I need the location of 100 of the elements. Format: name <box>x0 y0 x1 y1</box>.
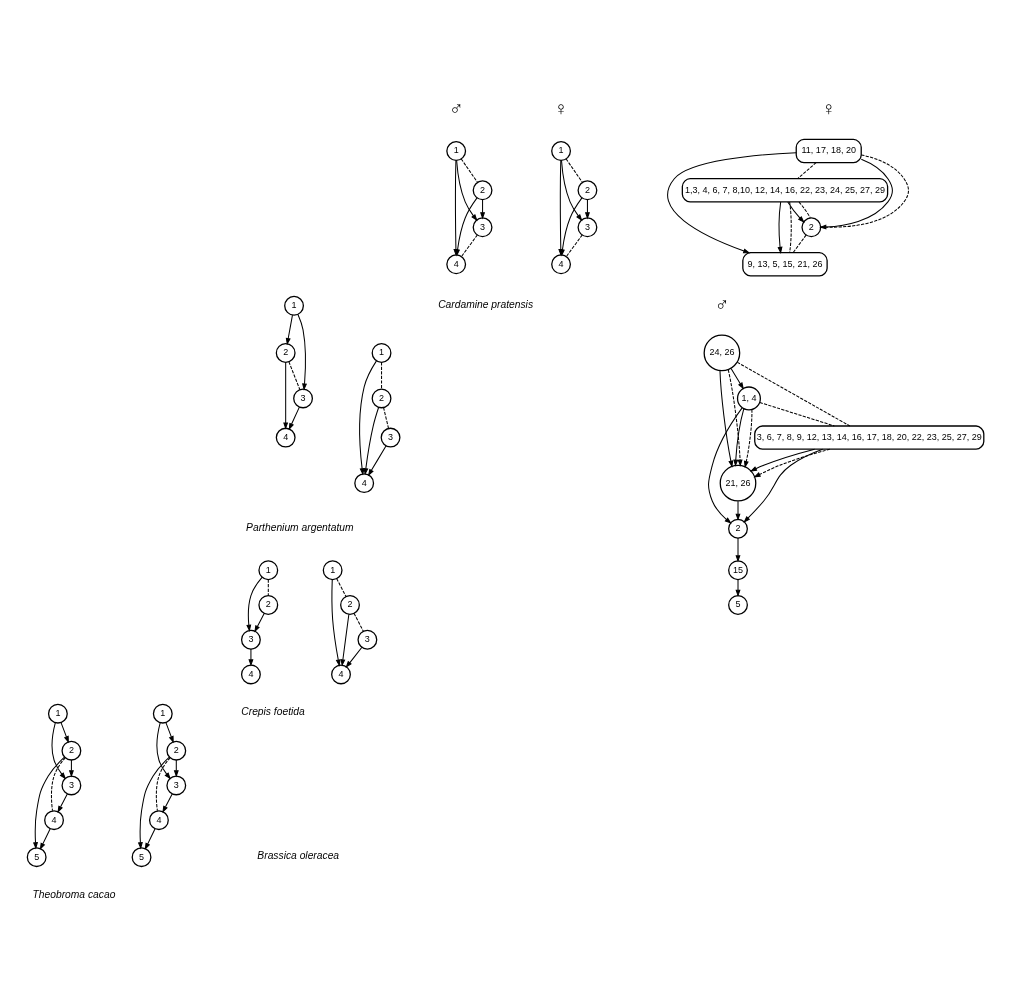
label: Theobroma cacao <box>31 889 115 901</box>
connector <box>287 361 300 391</box>
connector <box>50 757 66 812</box>
node-circle: 2 <box>339 594 360 615</box>
arrow <box>245 576 263 632</box>
arrow <box>743 409 752 469</box>
arrow <box>144 828 156 851</box>
node-circle: 3 <box>165 775 186 796</box>
arrow <box>718 370 733 468</box>
node-circle: 3 <box>380 427 401 448</box>
arrow <box>173 759 179 778</box>
node-circle: 1 <box>550 141 571 162</box>
arrow <box>362 406 379 476</box>
node-circle: 4 <box>240 664 261 685</box>
arrow <box>732 408 744 467</box>
node-circle: 2 <box>371 388 392 409</box>
arrow <box>742 448 823 523</box>
connector <box>380 361 382 390</box>
node-circle: 4 <box>353 473 374 494</box>
label: ♀ <box>553 98 568 120</box>
node-circle: 1 <box>257 560 278 581</box>
arrow <box>296 313 307 391</box>
arrow <box>358 360 377 476</box>
arrow <box>786 201 805 223</box>
connector <box>736 361 850 427</box>
arrow <box>367 445 386 477</box>
arrow <box>137 756 170 850</box>
arrow <box>51 722 66 780</box>
connector <box>267 579 269 596</box>
node-circle: 5 <box>26 847 47 868</box>
label: Parthenium argentatum <box>245 521 354 533</box>
connector <box>788 201 792 253</box>
node-circle: 1 <box>322 560 343 581</box>
label: Cardamine pratensis <box>437 298 533 310</box>
arrow <box>288 406 300 431</box>
node-circle: 4 <box>445 254 466 275</box>
node-circle: 1 <box>152 703 173 724</box>
connector <box>792 234 807 253</box>
arrow <box>60 722 69 744</box>
arrow <box>68 759 74 778</box>
node-circle: 2 <box>165 740 186 761</box>
connector <box>353 613 364 632</box>
node-circle: 3 <box>60 775 81 796</box>
arrow <box>155 722 171 780</box>
connector <box>565 158 583 183</box>
node-circle: 3 <box>240 629 261 650</box>
arrow <box>330 579 341 667</box>
arrow <box>253 613 265 633</box>
node-box: 1,3, 4, 6, 7, 8,10, 12, 14, 16, 22, 23, 24, 25, 27, 29 <box>681 178 888 203</box>
node-circle: 2 <box>257 594 278 615</box>
node-circle: 1 <box>445 141 466 162</box>
arrow <box>285 314 293 346</box>
node-circle: 1 <box>371 343 392 363</box>
node-box: 3, 6, 7, 8, 9, 12, 13, 14, 16, 17, 18, 20, 22, 23, 25, 27, 29 <box>753 425 984 450</box>
node-circle: 2 <box>576 180 597 201</box>
connector <box>565 234 583 257</box>
node-circle: 3 <box>472 217 493 238</box>
connector <box>382 407 389 429</box>
connector <box>335 578 346 597</box>
arrow <box>735 537 741 563</box>
arrow <box>164 722 174 744</box>
node-circle: 4 <box>148 810 169 831</box>
label: ♀ <box>820 98 836 120</box>
connector <box>460 158 478 183</box>
node-circle: 1 <box>47 703 68 724</box>
node-circle: 3 <box>576 217 597 238</box>
arrow <box>247 648 253 667</box>
arrow <box>560 160 582 222</box>
node-box: 11, 17, 18, 20 <box>795 138 862 164</box>
arrow <box>752 448 830 478</box>
node-circle: 2 <box>60 740 81 761</box>
node-circle: 4 <box>550 254 571 275</box>
node-circle: 2 <box>275 343 296 363</box>
arrow <box>39 828 51 851</box>
arrow <box>56 793 68 814</box>
node-circle: 4 <box>330 664 351 685</box>
node-circle: 1 <box>283 295 304 316</box>
arrow <box>730 368 744 390</box>
arrow <box>735 500 741 521</box>
label: Brassica oleracea <box>256 849 339 861</box>
arrow <box>282 362 288 430</box>
arrow <box>727 369 743 467</box>
node-circle: 4 <box>43 810 64 831</box>
label: ♂ <box>448 98 463 120</box>
arrow <box>455 160 478 222</box>
arrow <box>345 646 362 669</box>
node-circle: 3 <box>292 388 313 409</box>
connector <box>798 201 811 219</box>
arrow <box>707 407 743 524</box>
arrow <box>777 201 782 255</box>
connector <box>796 162 817 180</box>
node-circle: 5 <box>727 594 748 615</box>
arrow <box>479 199 485 220</box>
arrow <box>666 152 797 254</box>
arrow <box>584 199 590 220</box>
node-circle: 4 <box>275 427 296 448</box>
connector <box>155 757 171 812</box>
arrow <box>735 579 741 597</box>
node-circle: 5 <box>131 847 152 868</box>
connector <box>758 401 835 427</box>
